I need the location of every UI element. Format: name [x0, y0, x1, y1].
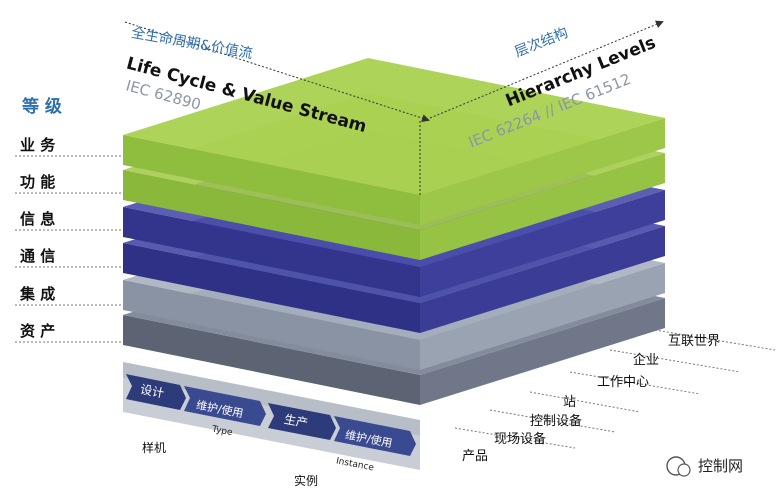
layer-functional-side [420, 153, 665, 260]
type-develop-arrow [126, 374, 186, 410]
layer-integration-side [420, 263, 665, 370]
hierarchy-connected-world: 互联世界 [668, 334, 720, 349]
type-label-cn: 样机 [142, 440, 166, 455]
lifecycle-title-cn: 全生命周期&价值流 [130, 24, 254, 62]
layer-label-business: 业 务 [20, 136, 56, 154]
layer-label-information: 信 息 [20, 210, 55, 228]
layer-label-asset: 资 产 [20, 322, 55, 340]
hierarchy-guide-lines [454, 329, 776, 449]
instance-produce-label: 生产 [283, 412, 309, 430]
layer-communication-side [420, 226, 665, 333]
layer-functional-front [123, 170, 420, 260]
layer-business-side [420, 118, 665, 225]
layer-label-functional: 功 能 [20, 173, 55, 191]
hierarchy-product: 产品 [462, 449, 488, 464]
lifecycle-labels: 全生命周期&价值流 [130, 24, 254, 62]
hierarchy-enterprise: 企业 [633, 352, 659, 368]
layer-information-side [420, 190, 665, 297]
watermark-text: 控制网 [698, 457, 743, 475]
type-label-en: Type [210, 424, 234, 438]
layer-business-top [123, 58, 665, 195]
layer-label-integration: 集 成 [19, 285, 55, 303]
hierarchy-control-device: 控制设备 [530, 413, 582, 429]
watermark: 控制网 [666, 456, 743, 477]
instance-produce-arrow [268, 403, 336, 440]
hierarchy-title-cn: 层次结构 [513, 25, 571, 61]
layer-communication-front [123, 243, 420, 333]
layer-asset-front [123, 315, 420, 405]
instance-maintain-arrow [334, 416, 416, 456]
instance-label-cn: 实例 [294, 473, 318, 488]
hierarchy-field-device: 现场设备 [494, 431, 546, 447]
type-maintain-arrow [184, 386, 266, 426]
lifecycle-axis-arrow [124, 21, 430, 122]
layer-information-front [123, 207, 420, 297]
layer-business-front [123, 135, 420, 225]
layer-integration-front [123, 280, 420, 370]
hierarchy-work-centers: 工作中心 [597, 375, 649, 390]
lifecycle-ribbon: 设计 维护/使用 Type 样机 生产 维护/使用 Instance 实例 [123, 362, 420, 488]
layer-label-communication: 通 信 [20, 247, 55, 265]
hierarchy-axis-arrow [429, 20, 664, 119]
type-develop-label: 设计 [139, 382, 165, 400]
hierarchy-station: 站 [563, 395, 576, 410]
layer-stack [123, 58, 665, 405]
layers-axis-title: 等 级 [22, 96, 62, 117]
layer-asset-side [420, 298, 665, 405]
